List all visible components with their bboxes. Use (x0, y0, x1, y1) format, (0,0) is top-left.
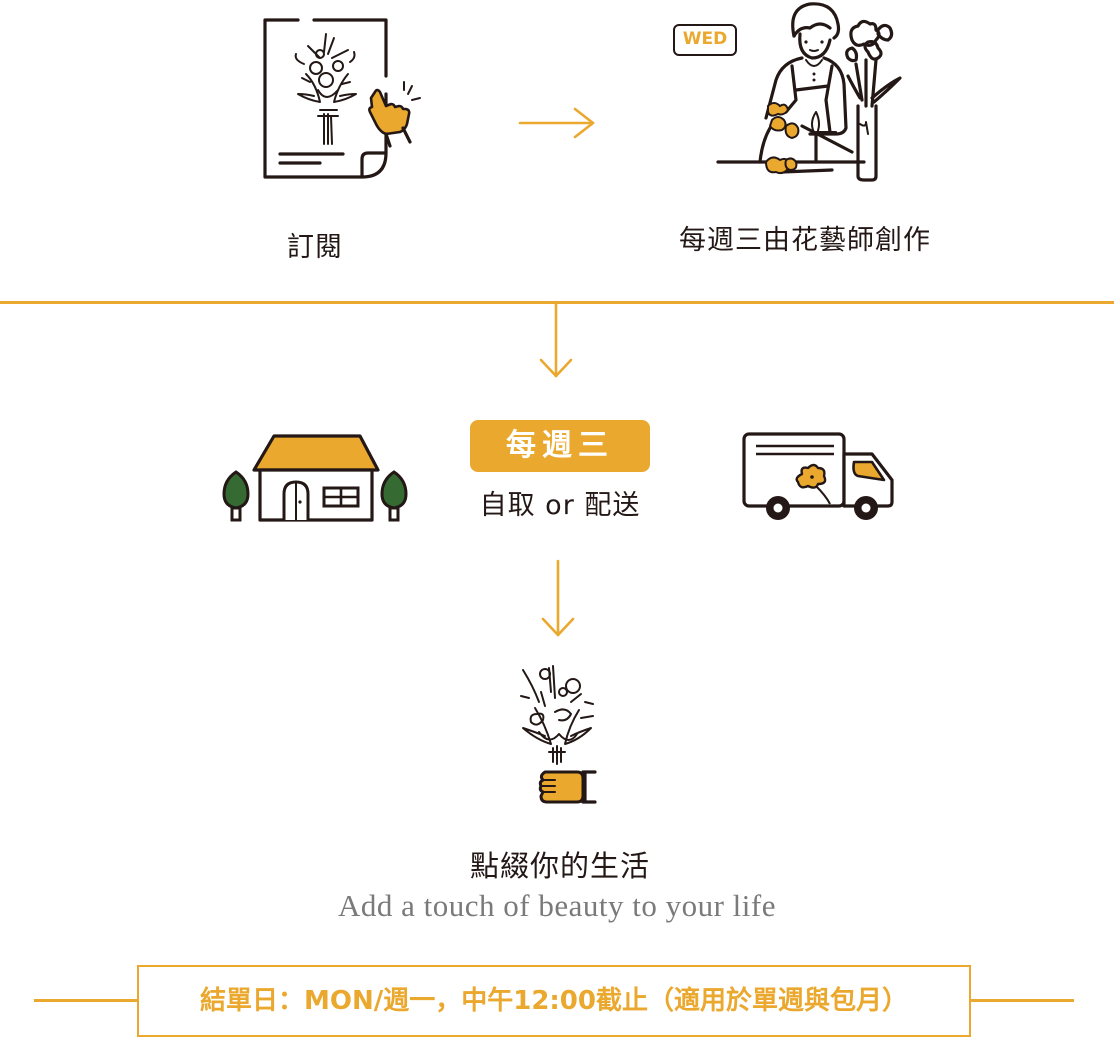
flyer-with-tapping-hand-icon (263, 18, 421, 179)
step-subtitle-enjoy: Add a touch of beauty to your life (338, 888, 776, 923)
arrow-down-icon (539, 300, 573, 378)
delivery-truck-icon (742, 432, 894, 520)
arrow-right-icon (518, 107, 595, 139)
arrow-right (518, 107, 598, 139)
house-with-trees-icon (222, 434, 408, 522)
step-florist (712, 0, 912, 186)
deadline-line-left (34, 999, 138, 1002)
arrow-down-icon (541, 559, 575, 637)
weekday-badge: 每週三 (470, 420, 650, 472)
step-label-florist: 每週三由花藝師創作 (679, 225, 931, 256)
arrow-down-1 (538, 300, 574, 380)
step-label-enjoy: 點綴你的生活 (469, 849, 650, 883)
wed-badge: WED (673, 24, 737, 56)
hand-holding-bouquet-icon (520, 665, 597, 804)
wed-badge-text: WED (682, 29, 728, 49)
step-label-subscribe: 訂閱 (287, 232, 343, 263)
hand-holding-bouquet (515, 662, 605, 807)
step-label-delivery: 自取 or 配送 (479, 490, 641, 521)
delivery-truck (740, 430, 900, 524)
step-subscribe (258, 14, 423, 184)
arrow-down-2 (540, 559, 576, 638)
order-deadline-text: 結單日：MON/週一，中午12:00截止（適用於單週與包月） (200, 986, 908, 1016)
house-with-trees (220, 430, 412, 526)
deadline-line-right (970, 999, 1074, 1002)
florist-arranging-flowers-icon (716, 2, 902, 182)
order-deadline-notice: 結單日：MON/週一，中午12:00截止（適用於單週與包月） (137, 965, 971, 1037)
